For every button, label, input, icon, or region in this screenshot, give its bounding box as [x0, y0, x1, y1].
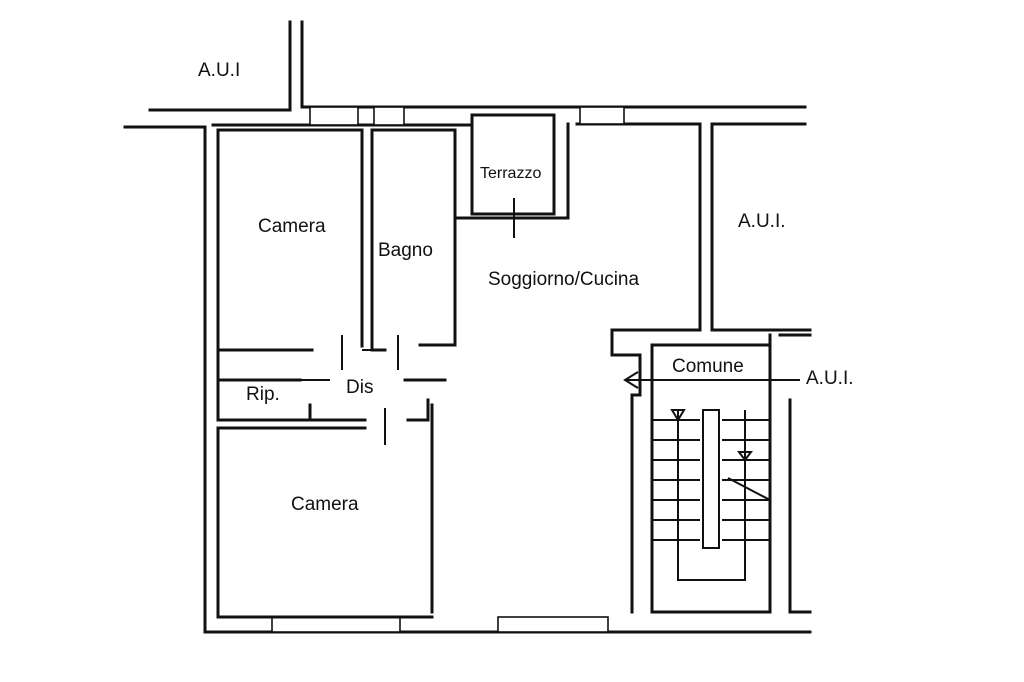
entry-arrow — [623, 371, 800, 389]
label-camera-bottom: Camera — [291, 494, 359, 515]
stair-flight-left — [652, 419, 700, 541]
interior-walls — [216, 113, 570, 619]
label-aui-top-left: A.U.I — [198, 60, 240, 81]
window-top-1 — [309, 106, 359, 126]
label-aui-stair: A.U.I. — [806, 368, 854, 389]
stair-down-arrow — [737, 451, 753, 462]
stairwell — [610, 328, 772, 614]
label-terrazzo: Terrazzo — [480, 165, 541, 182]
stair-up-arrow — [670, 409, 686, 422]
window-top-2 — [373, 106, 405, 126]
exterior-walls — [123, 20, 812, 634]
door-marks — [290, 198, 515, 445]
label-disimpegno: Dis — [346, 377, 373, 398]
window-bottom-2 — [497, 616, 609, 633]
label-aui-right: A.U.I. — [738, 211, 786, 232]
label-ripostiglio: Rip. — [246, 384, 280, 405]
stair-well — [702, 409, 720, 549]
label-soggiorno-cucina: Soggiorno/Cucina — [488, 269, 639, 290]
label-comune: Comune — [672, 356, 744, 377]
window-bottom-1 — [271, 616, 401, 633]
label-bagno: Bagno — [378, 240, 433, 261]
windows — [271, 106, 625, 633]
label-camera-top: Camera — [258, 216, 326, 237]
window-top-3 — [579, 106, 625, 125]
